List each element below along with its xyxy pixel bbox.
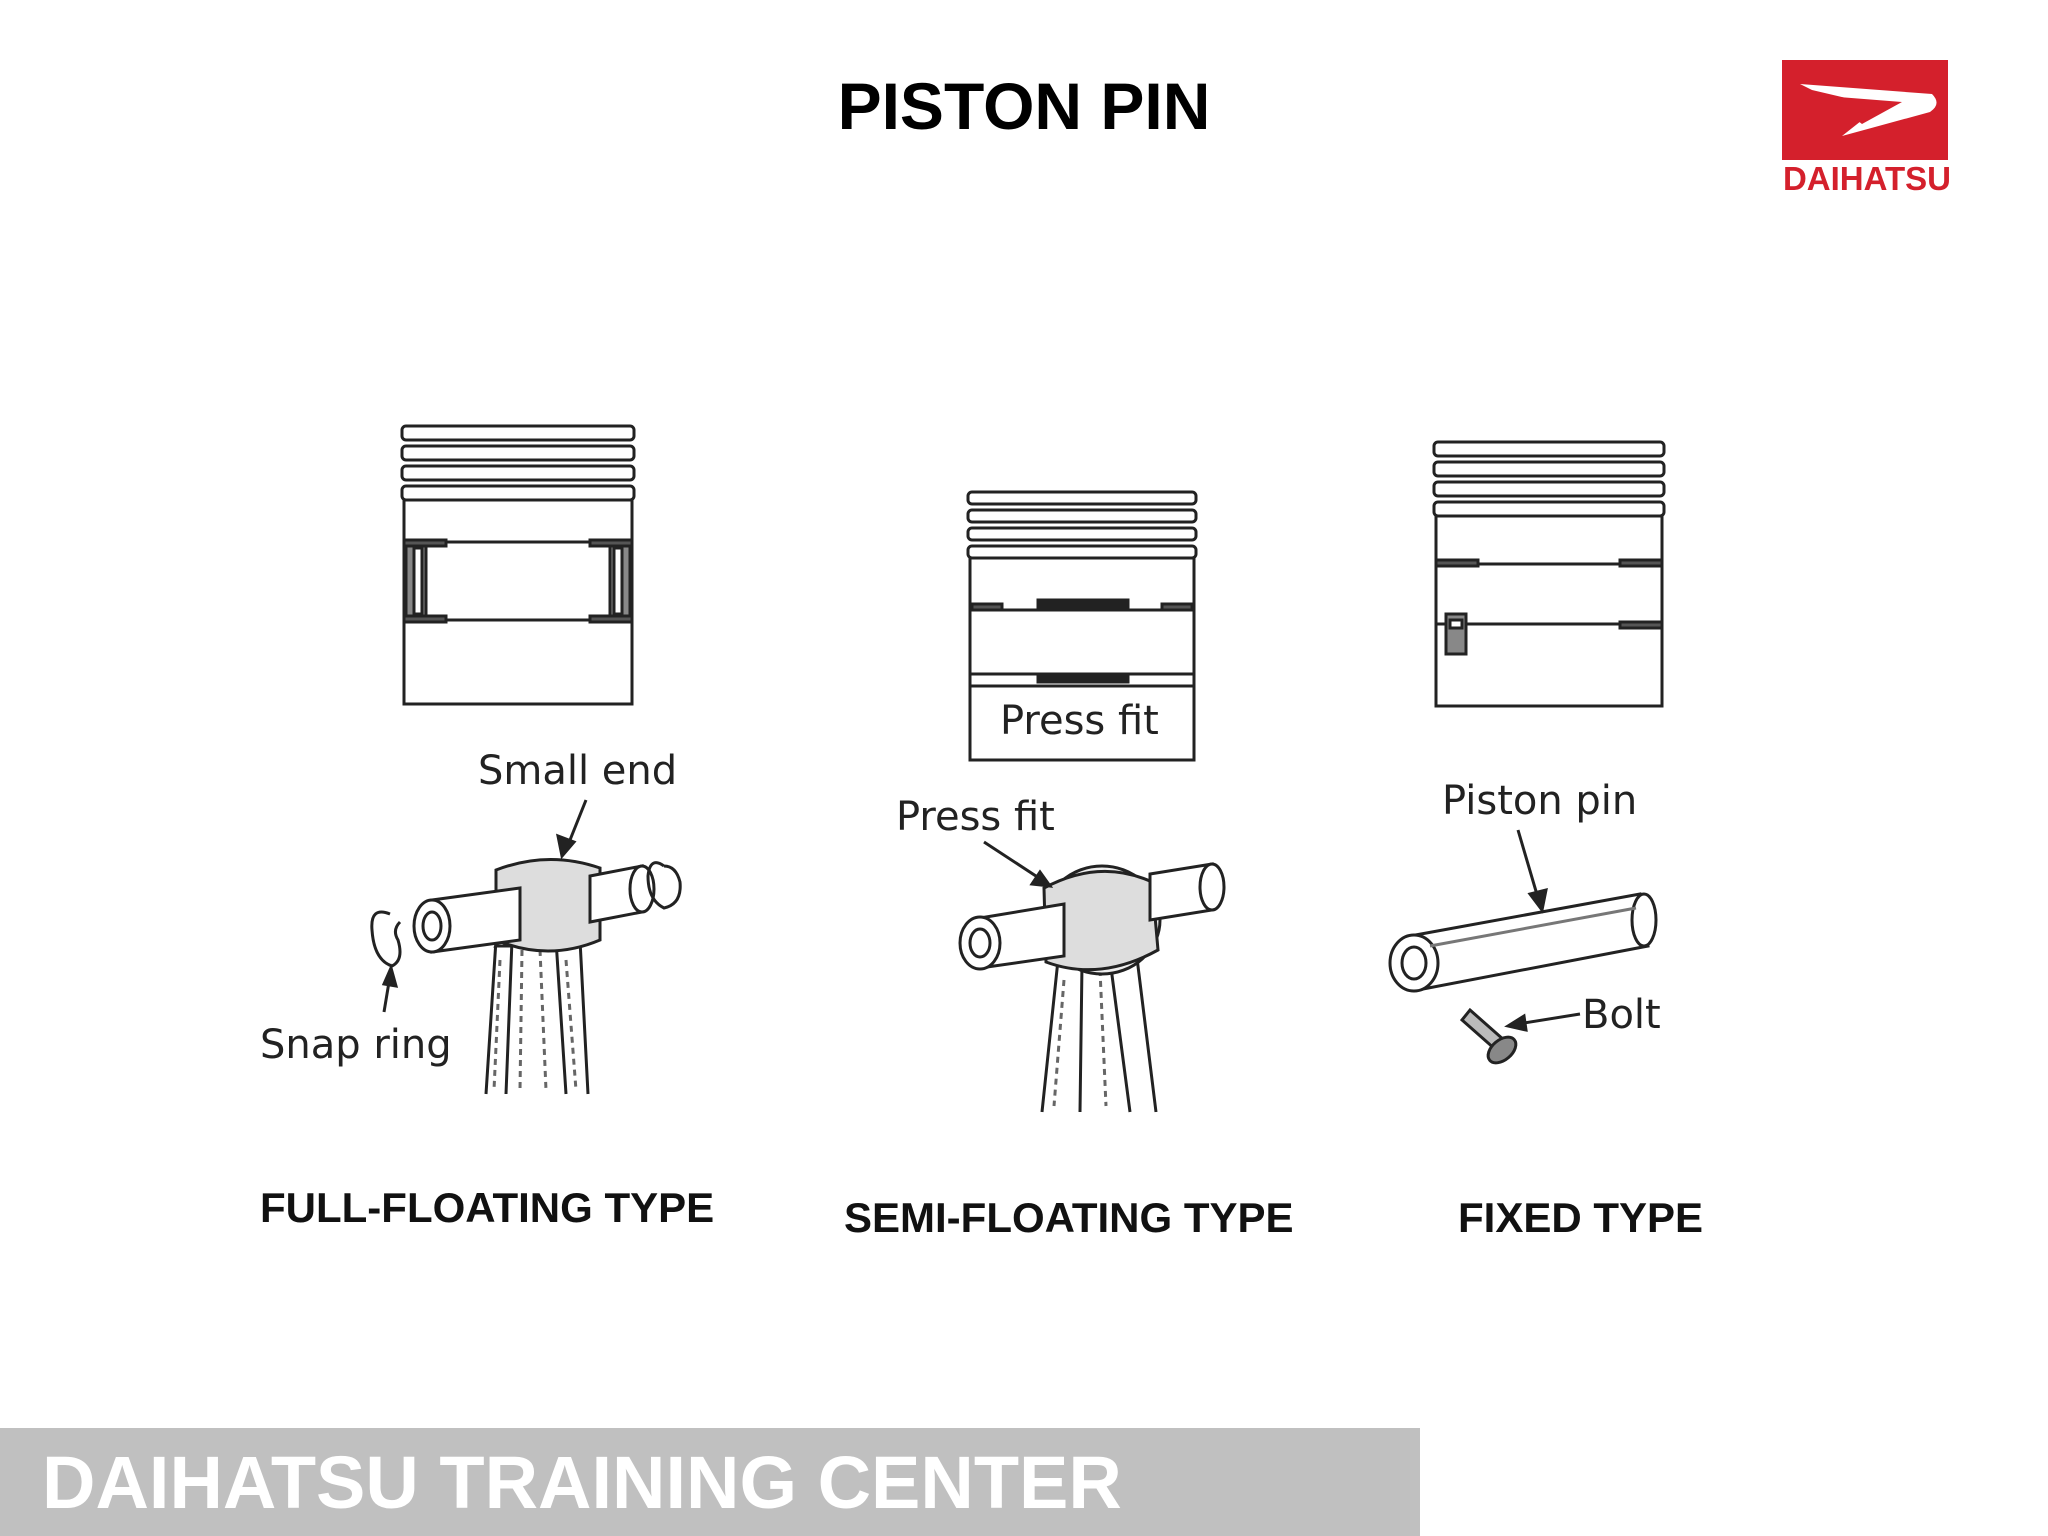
label-small-end: Small end	[478, 748, 677, 794]
caption-semi-floating: SEMI-FLOATING TYPE	[844, 1194, 1294, 1241]
label-snap-ring: Snap ring	[260, 1022, 452, 1068]
full-floating-rod-assembly	[370, 857, 682, 1095]
slide-title: PISTON PIN	[837, 69, 1211, 143]
fixed-piston	[1432, 440, 1666, 708]
fixed-pin-and-bolt	[1388, 892, 1658, 1065]
footer-title: DAIHATSU TRAINING CENTER	[42, 1441, 1122, 1524]
semi-floating-rod-assembly	[958, 862, 1226, 1113]
footer-bar: DAIHATSU TRAINING CENTER	[0, 1428, 1420, 1536]
daihatsu-logo: DAIHATSU	[1778, 60, 1951, 197]
label-press-fit-piston: Press fit	[1000, 698, 1159, 744]
label-bolt: Bolt	[1582, 992, 1661, 1038]
logo-wordmark: DAIHATSU	[1782, 160, 1952, 197]
caption-full-floating: FULL-FLOATING TYPE	[260, 1184, 714, 1231]
caption-fixed: FIXED TYPE	[1458, 1194, 1703, 1241]
semi-floating-piston	[966, 490, 1198, 762]
full-floating-piston	[400, 424, 636, 706]
label-piston-pin: Piston pin	[1442, 778, 1637, 824]
daihatsu-emblem-icon	[1782, 60, 1948, 160]
label-press-fit-rod: Press fit	[896, 794, 1055, 840]
